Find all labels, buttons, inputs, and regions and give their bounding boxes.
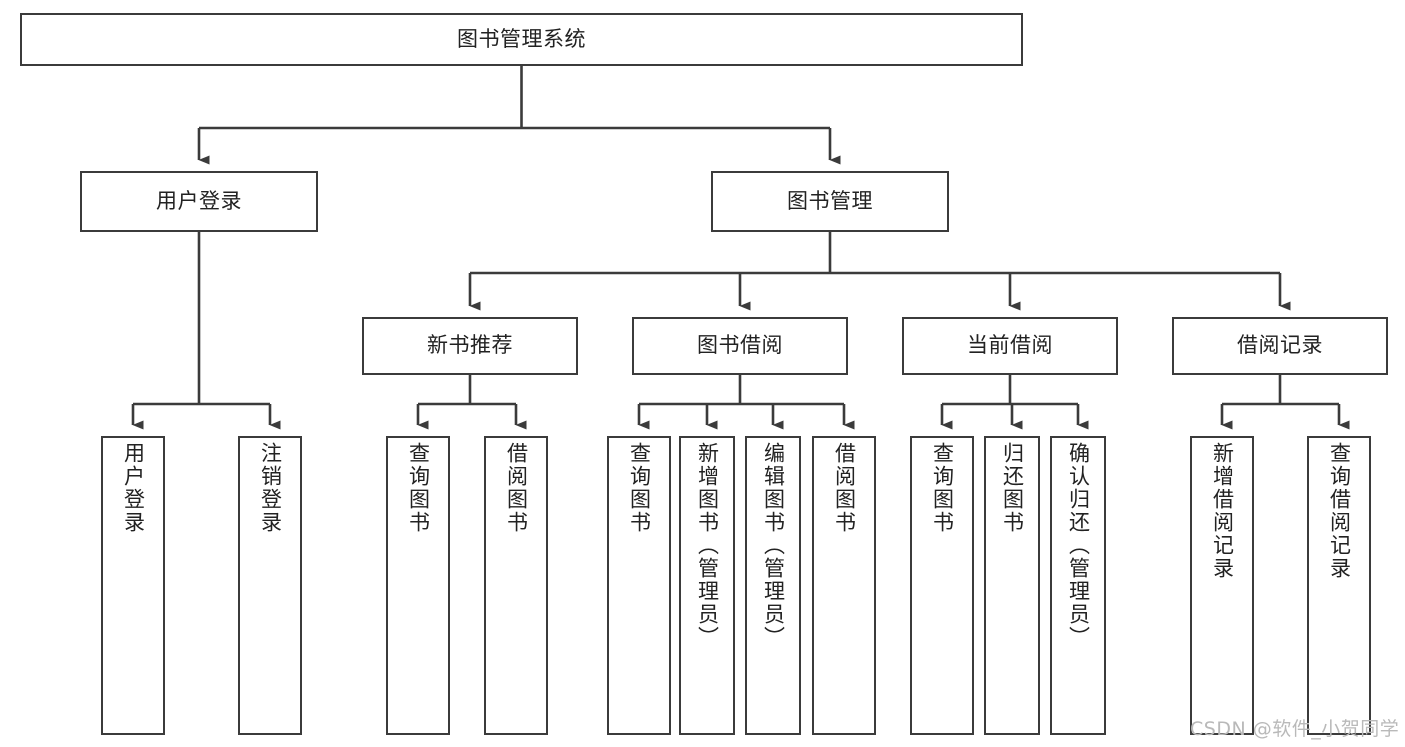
book-admin-to-level3-connectors (468, 232, 1291, 311)
node-label: 借阅图书 (504, 442, 529, 534)
node-leaf-rec-query-book[interactable]: 查询图书 (386, 436, 450, 735)
node-label: 图书管理系统 (457, 26, 586, 51)
borrow-record-to-leaves-connectors (1220, 375, 1350, 430)
node-root-system[interactable]: 图书管理系统 (20, 13, 1023, 66)
node-new-book-rec[interactable]: 新书推荐 (362, 317, 578, 375)
node-label: 归还图书 (1000, 442, 1025, 534)
node-current-borrow[interactable]: 当前借阅 (902, 317, 1118, 375)
node-label: 查询图书 (930, 442, 955, 534)
node-label: 编辑图书（管理员） (761, 442, 786, 649)
node-label: 查询图书 (627, 442, 652, 534)
node-book-admin[interactable]: 图书管理 (711, 171, 949, 232)
current-borrow-to-leaves-connectors (940, 375, 1089, 430)
node-label: 当前借阅 (967, 333, 1053, 358)
node-leaf-bb-add-book[interactable]: 新增图书（管理员） (679, 436, 735, 735)
node-leaf-cb-confirm-return[interactable]: 确认归还（管理员） (1050, 436, 1106, 735)
node-label: 新增图书（管理员） (695, 442, 720, 649)
node-label: 借阅图书 (832, 442, 857, 534)
node-label: 查询图书 (406, 442, 431, 534)
node-label: 用户登录 (156, 188, 242, 213)
node-label: 用户登录 (121, 442, 146, 534)
csdn-watermark: CSDN @软件_小贺同学 (1190, 718, 1400, 740)
book-borrow-to-leaves-connectors (637, 375, 855, 430)
node-label: 图书管理 (787, 188, 873, 213)
node-leaf-bb-query-book[interactable]: 查询图书 (607, 436, 671, 735)
node-label: 新增借阅记录 (1210, 442, 1235, 580)
node-leaf-bb-borrow-book[interactable]: 借阅图书 (812, 436, 876, 735)
node-label: 新书推荐 (427, 333, 513, 358)
node-label: 确认归还（管理员） (1066, 442, 1091, 649)
node-leaf-cb-return-book[interactable]: 归还图书 (984, 436, 1040, 735)
node-label: 注销登录 (258, 442, 283, 534)
node-leaf-user-login[interactable]: 用户登录 (101, 436, 165, 735)
node-leaf-br-add-record[interactable]: 新增借阅记录 (1190, 436, 1254, 735)
node-leaf-user-logout[interactable]: 注销登录 (238, 436, 302, 735)
user-login-to-leaves-connectors (131, 232, 281, 430)
node-label: 查询借阅记录 (1327, 442, 1352, 580)
root-to-level2-connectors (197, 66, 841, 165)
node-borrow-record[interactable]: 借阅记录 (1172, 317, 1388, 375)
node-label: 借阅记录 (1237, 333, 1323, 358)
node-book-borrow[interactable]: 图书借阅 (632, 317, 848, 375)
node-label: 图书借阅 (697, 333, 783, 358)
node-leaf-bb-edit-book[interactable]: 编辑图书（管理员） (745, 436, 801, 735)
node-leaf-cb-query-book[interactable]: 查询图书 (910, 436, 974, 735)
node-user-login[interactable]: 用户登录 (80, 171, 318, 232)
node-leaf-br-query-record[interactable]: 查询借阅记录 (1307, 436, 1371, 735)
node-leaf-rec-borrow-book[interactable]: 借阅图书 (484, 436, 548, 735)
new-book-rec-to-leaves-connectors (416, 375, 527, 430)
